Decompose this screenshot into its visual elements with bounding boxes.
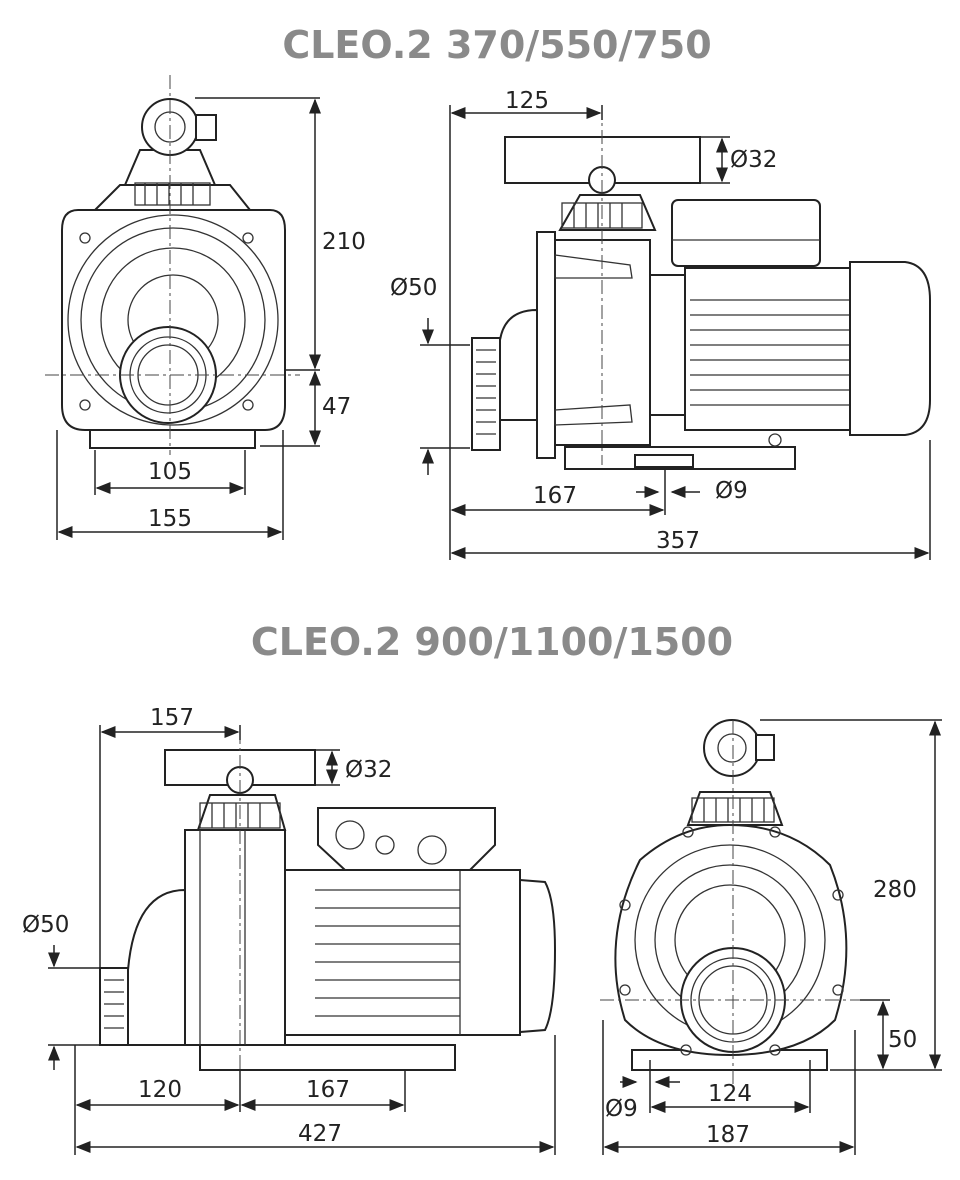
dim-outlet-157: 157: [150, 705, 194, 731]
dim-height-210: 210: [322, 229, 366, 255]
dim-axis-47: 47: [322, 394, 351, 420]
dim-width-155: 155: [148, 506, 192, 532]
dimensions-side-small: [420, 105, 931, 560]
dim-length-427: 427: [298, 1121, 342, 1147]
dim-height-280: 280: [873, 877, 917, 903]
dim-outlet-125: 125: [505, 88, 549, 114]
dim-base-167: 167: [533, 483, 577, 509]
dim-width-187: 187: [706, 1122, 750, 1148]
section-title-2: CLEO.2 900/1100/1500: [251, 620, 733, 664]
dim-axis-50: 50: [888, 1027, 917, 1053]
dim-base-holes-167: 167: [306, 1077, 350, 1103]
dimensions-front-large: [602, 719, 942, 1155]
section-title-1: CLEO.2 370/550/750: [282, 23, 711, 67]
dim-outlet-diameter: Ø32: [730, 147, 777, 173]
pump-front-view-small: [45, 75, 300, 455]
dim-hole-diameter: Ø9: [715, 478, 748, 504]
dim-base-105: 105: [148, 459, 192, 485]
pump-side-view-large: [99, 730, 557, 1080]
dim-length-357: 357: [656, 528, 700, 554]
dimensions-side-large: [48, 725, 556, 1155]
pump-side-view-small: [471, 105, 931, 470]
pump-front-view-large: [600, 719, 890, 1085]
dim-outlet-diameter-2: Ø32: [345, 757, 392, 783]
dim-inlet-base-120: 120: [138, 1077, 182, 1103]
dimensions-front-small: [56, 97, 321, 540]
dim-hole-diameter-2: Ø9: [605, 1096, 638, 1122]
dim-inlet-diameter-2: Ø50: [22, 912, 69, 938]
dim-inlet-diameter: Ø50: [390, 275, 437, 301]
dim-base-124: 124: [708, 1081, 752, 1107]
